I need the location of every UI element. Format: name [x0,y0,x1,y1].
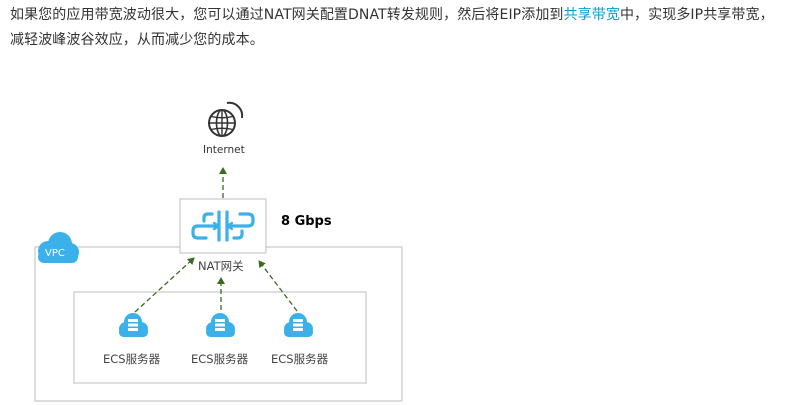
bandwidth-label: 8 Gbps [281,214,332,229]
nat-gateway-box [179,198,267,254]
ecs1-to-nat-arrow [134,257,195,313]
ecs-server-icon [284,313,313,337]
vpc-cloud-icon [38,232,79,263]
paragraph-text-2: 中，实现多IP共享带宽，减轻波峰波谷效应，从而减少您的成本。 [10,7,774,48]
vpc-label: VPC [45,248,65,259]
paragraph-text-1: 如果您的应用带宽波动很大，您可以通过NAT网关配置DNAT转发规则，然后将EIP… [10,7,564,23]
ecs-server-label: ECS服务器 [271,352,329,366]
ecs-group-box [73,291,367,384]
ecs-server-icon [206,313,235,337]
description-paragraph: 如果您的应用带宽波动很大，您可以通过NAT网关配置DNAT转发规则，然后将EIP… [10,3,780,53]
ecs-server-icon [119,313,148,337]
shared-bandwidth-link[interactable]: 共享带宽 [563,7,620,23]
globe-icon [208,109,236,137]
nat-gateway-icon [191,210,255,242]
nat-gateway-label: NAT网关 [198,259,244,273]
globe-back-icon [226,101,244,119]
ecs-server-label: ECS服务器 [103,352,161,366]
ecs-server-label: ECS服务器 [191,352,249,366]
internet-label: Internet [203,144,245,156]
ecs3-to-nat-arrow [258,260,298,312]
